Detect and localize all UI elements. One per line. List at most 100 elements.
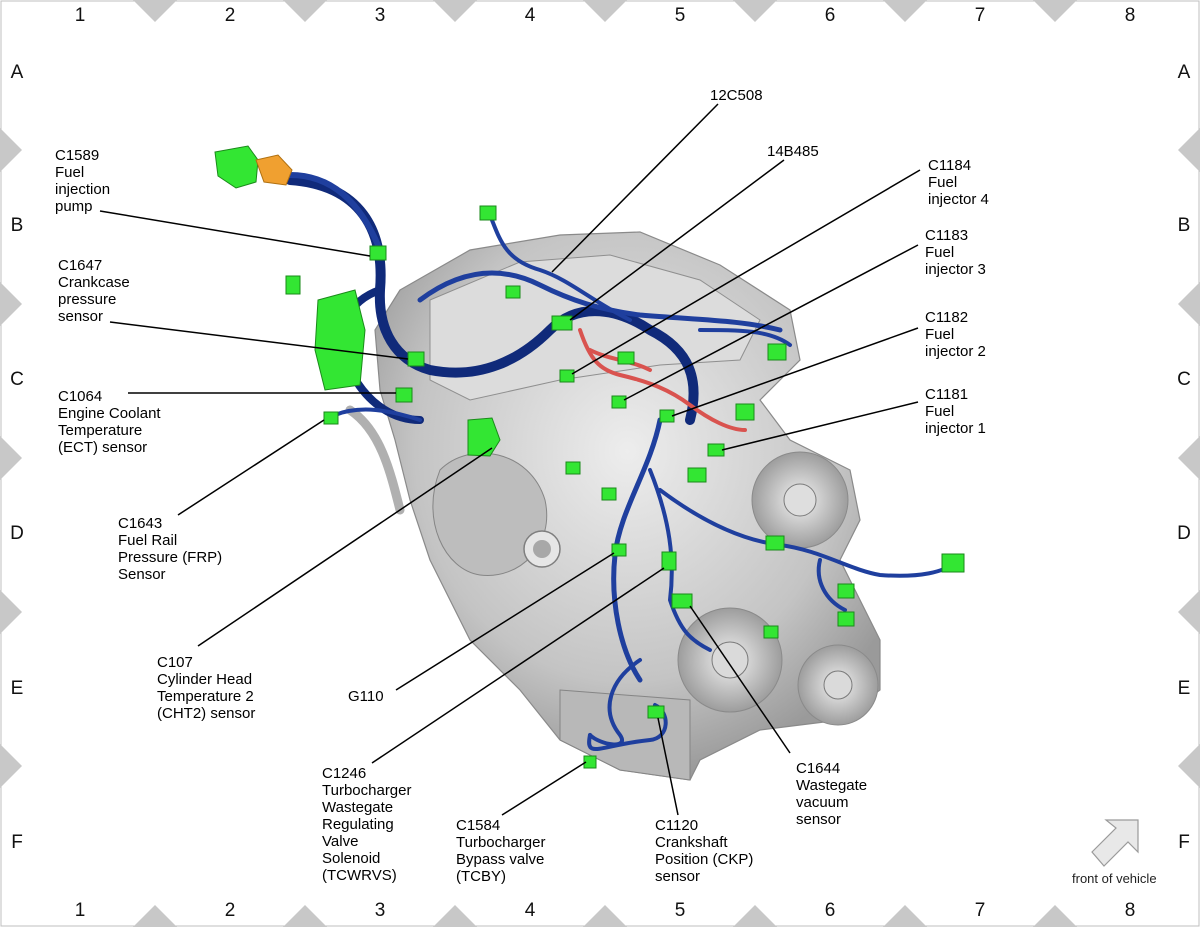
leader-lines [99,103,921,816]
connector-c1181 [707,443,725,457]
connector-c1064 [395,387,413,403]
grid-marker-right-2 [1178,282,1200,326]
label-c1246-line-2: Turbocharger [322,782,412,799]
label-c1246-line-3: Wastegate [322,799,393,816]
label-c1120-line-3: Position (CKP) [655,851,753,868]
label-c1064: C1064 Engine Coolant Temperature (ECT) s… [58,388,165,456]
label-c1584-line-1: C1584 [456,817,500,834]
label-c1183-line-2: Fuel [925,244,954,261]
grid-marker-top-2 [283,0,327,22]
connector-mid-6 [505,285,521,299]
connectors [214,145,965,769]
row-label-left-C: C [10,369,24,390]
coolant-pipe [345,405,405,515]
label-c1246-line-7: (TCWRVS) [322,867,397,884]
label-c1064-line-1: C1064 [58,388,102,405]
label-c1120: C1120 Crankshaft Position (CKP) sensor [655,817,758,885]
connector-right-upper [767,343,787,361]
grid-marker-right-3 [1178,436,1200,480]
label-c1182-line-3: injector 2 [925,343,986,360]
grid-marker-left-3 [0,436,22,480]
label-c1589-line-2: Fuel [55,164,84,181]
leader-c1183 [623,244,919,401]
grid-marker-left-4 [0,590,22,634]
row-label-left-D: D [10,523,24,544]
label-c1584-line-3: Bypass valve [456,851,544,868]
grid-marker-left-5 [0,744,22,788]
leader-g110 [395,552,615,691]
label-c1184-line-1: C1184 [928,157,971,174]
label-c1584: C1584 Turbocharger Bypass valve (TCBY) [456,817,550,885]
row-label-right-A: A [1178,62,1191,83]
connector-right-lower-3 [763,625,779,639]
grid-marker-top-6 [883,0,927,22]
label-c1182-line-2: Fuel [925,326,954,343]
label-c1647-line-1: C1647 [58,257,102,274]
col-label-bottom-5: 5 [675,900,686,921]
label-c1246-line-4: Regulating [322,816,394,833]
leader-c1182 [671,327,919,417]
leader-c1589 [99,210,371,257]
label-c1181-line-1: C1181 [925,386,968,403]
leader-c1643 [177,419,325,516]
label-c1181-line-3: injector 1 [925,420,986,437]
connector-c1589 [369,245,387,261]
label-c1589-line-1: C1589 [55,147,99,164]
label-c1584-line-2: Turbocharger [456,834,546,851]
harness-top-loop [417,270,783,333]
label-c1182: C1182 Fuel injector 2 [925,309,986,360]
leader-12c508 [551,103,719,273]
col-label-top-5: 5 [675,5,686,26]
label-c1647-line-2: Crankcase [58,274,130,291]
connector-c1644 [671,593,693,609]
harness-bottom-run [587,703,668,751]
label-c1647-line-3: pressure [58,291,116,308]
label-c1584-line-4: (TCBY) [456,868,506,885]
row-label-right-E: E [1178,678,1191,699]
col-label-bottom-4: 4 [525,900,536,921]
row-label-right-D: D [1177,523,1191,544]
row-label-left-A: A [11,62,24,83]
col-label-bottom-7: 7 [975,900,986,921]
leader-14b485 [569,159,785,321]
row-label-right-C: C [1177,369,1191,390]
connector-right-lower-1 [837,583,855,599]
grid-marker-left-1 [0,128,22,172]
connector-fuel-pump-orange [255,154,293,186]
label-c1184-line-3: injector 4 [928,191,989,208]
label-c107: C107 Cylinder Head Temperature 2 (CHT2) … [157,654,258,722]
leader-c107 [197,447,493,647]
grid-row-letters: A B C D E F A B C D E F [10,62,1191,853]
front-of-vehicle-indicator: front of vehicle [1072,819,1157,886]
label-g110: G110 [348,688,384,705]
label-c1643: C1643 Fuel Rail Pressure (FRP) Sensor [118,515,226,583]
leader-c1644 [689,605,791,754]
label-c1064-line-3: Temperature [58,422,142,439]
grid-marker-bottom-2 [283,905,327,927]
connector-c1184 [559,369,575,383]
label-c1182-line-1: C1182 [925,309,968,326]
connector-c1246 [661,551,677,571]
label-12c508: 12C508 [710,87,763,104]
col-label-top-3: 3 [375,5,386,26]
label-c1183-line-1: C1183 [925,227,968,244]
connector-c1183 [611,395,627,409]
label-c1184: C1184 Fuel injector 4 [928,157,989,208]
grid-marker-right-5 [1178,744,1200,788]
harness-ect-branch [333,407,422,422]
leader-c1584 [501,761,587,816]
label-c1647-line-4: sensor [58,308,103,325]
label-14b485: 14B485 [767,143,819,160]
label-c1643-line-1: C1643 [118,515,162,532]
connector-c1647 [407,351,425,367]
leader-c1184 [571,169,921,375]
col-label-top-2: 2 [225,5,236,26]
label-c107-line-3: Temperature 2 [157,688,254,705]
grid-marker-right-1 [1178,128,1200,172]
label-c1120-line-2: Crankshaft [655,834,728,851]
col-label-bottom-6: 6 [825,900,836,921]
row-label-left-B: B [11,215,24,236]
label-c1184-line-2: Fuel [928,174,957,191]
leader-c1120 [657,717,679,816]
